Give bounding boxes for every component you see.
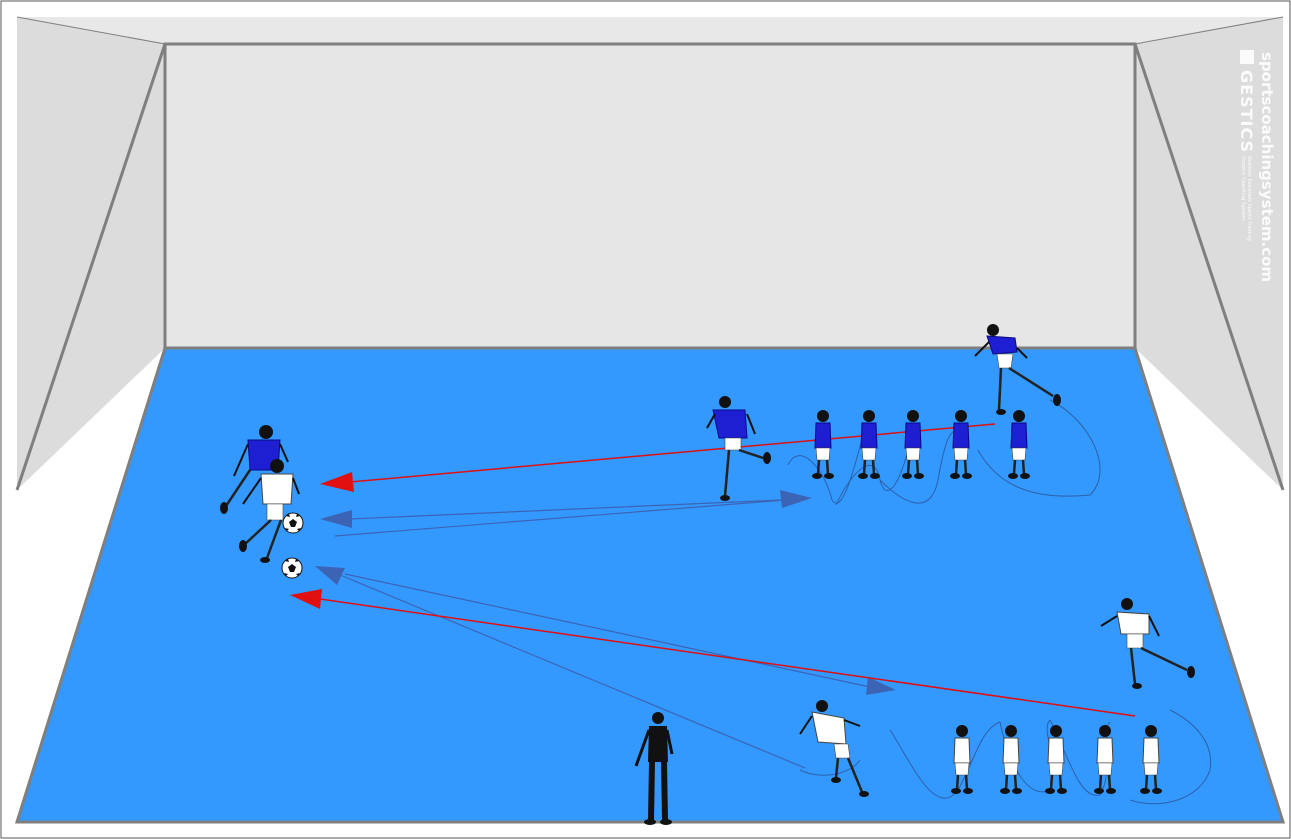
gestics-logo-icon	[1240, 50, 1254, 64]
ball-2	[282, 558, 302, 578]
ball-1	[283, 513, 303, 533]
watermark-tagline-2: Graphic Coaching System	[1240, 156, 1246, 221]
back-wall	[165, 44, 1135, 348]
ceiling	[17, 17, 1283, 44]
watermark-url: sportscoachingsystem.com	[1258, 52, 1276, 282]
watermark-brand: GESTICS	[1237, 70, 1256, 153]
